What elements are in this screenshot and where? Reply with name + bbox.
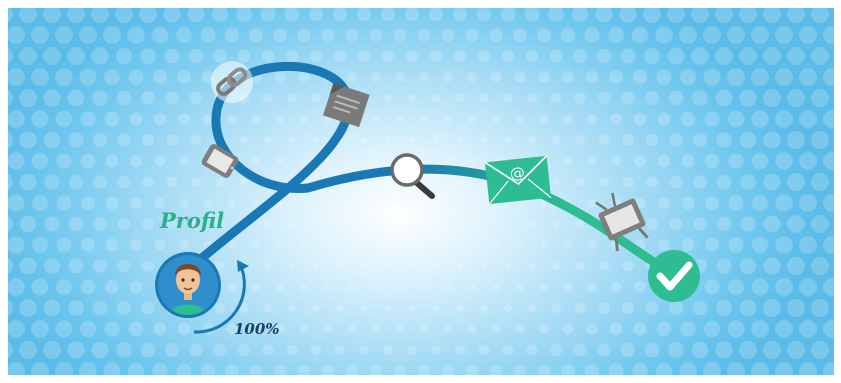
svg-text:@: @ [509,163,526,182]
progress-path [188,66,670,272]
avatar [155,252,221,318]
onboarding-illustration: @ Profil 100% [8,8,834,375]
email-icon: @ [485,156,551,204]
progress-path-scene: @ [8,8,834,375]
search-icon [392,155,432,196]
profile-label: Profil [160,208,224,233]
checkmark-icon [648,250,700,302]
phone-icon [200,143,240,180]
link-icon [202,52,261,111]
document-icon [323,83,370,127]
progress-percent-label: 100% [234,320,280,338]
